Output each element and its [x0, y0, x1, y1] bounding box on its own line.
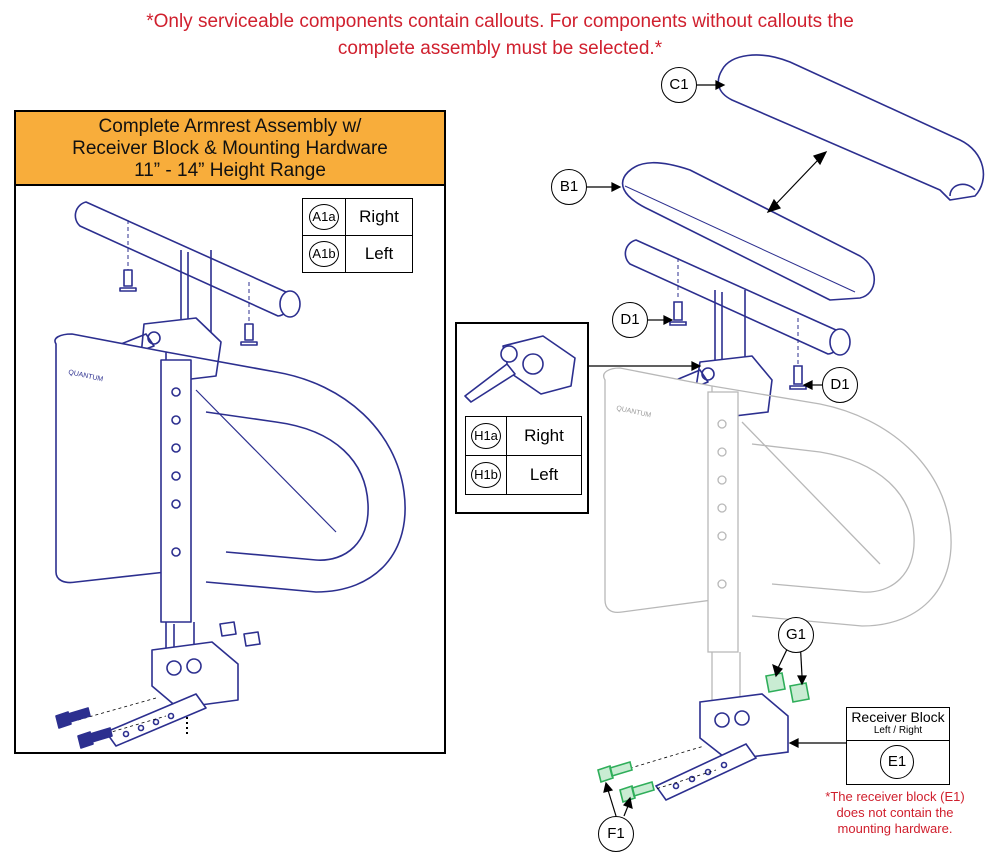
complete-assembly-header: Complete Armrest Assembly w/ Receiver Bl…: [16, 112, 444, 186]
header-line-3: 11” - 14” Height Range: [134, 160, 326, 181]
assembly-variant-table: A1a Right A1b Left: [302, 198, 413, 273]
note-line-1: *The receiver block (E1): [825, 789, 965, 804]
callout-d1-screw-right: D1: [822, 367, 858, 403]
receiver-block-label-box: Receiver Block Left / Right E1: [846, 707, 950, 785]
variant-code-h1b: H1b: [471, 462, 501, 488]
clamp-inset-illustration: [464, 335, 576, 403]
complete-assembly-panel: Complete Armrest Assembly w/ Receiver Bl…: [14, 110, 446, 754]
serviceable-components-notice: *Only serviceable components contain cal…: [40, 8, 960, 62]
note-line-3: mounting hardware.: [837, 821, 953, 836]
clamp-variant-table: H1a Right H1b Left: [465, 416, 582, 495]
receiver-block-subtitle: Left / Right: [873, 725, 923, 736]
clamp-variant-side-left: Left: [506, 455, 582, 495]
notice-line-1: *Only serviceable components contain cal…: [146, 11, 854, 32]
callout-c1-armpad-cover: C1: [661, 67, 697, 103]
receiver-block-header: Receiver Block Left / Right: [847, 708, 949, 741]
notice-line-2: complete assembly must be selected.*: [337, 38, 663, 59]
clamp-inset-box: H1a Right H1b Left: [455, 322, 589, 514]
callout-b1-armpad: B1: [551, 169, 587, 205]
variant-side-left: Left: [345, 235, 413, 273]
variant-code-h1a: H1a: [471, 423, 501, 449]
clamp-variant-side-right: Right: [506, 416, 582, 456]
clamp-variant-row-right: H1a Right: [465, 416, 582, 456]
clamp-variant-row-left: H1b Left: [465, 455, 582, 495]
callout-f1-bolts: F1: [598, 816, 634, 852]
assembly-variant-row-left: A1b Left: [302, 235, 413, 273]
header-line-1: Complete Armrest Assembly w/: [98, 116, 362, 137]
assembly-variant-row-right: A1a Right: [302, 198, 413, 236]
variant-code-a1b: A1b: [309, 241, 339, 267]
note-line-2: does not contain the: [836, 805, 954, 820]
callout-g1-nuts: G1: [778, 617, 814, 653]
receiver-block-title: Receiver Block: [851, 709, 945, 725]
complete-armrest-illustration: QUANTUM: [54, 201, 406, 749]
variant-side-right: Right: [345, 198, 413, 236]
callout-d1-screw-left: D1: [612, 302, 648, 338]
callout-e1-receiver-block: E1: [880, 745, 914, 779]
receiver-block-note: *The receiver block (E1) does not contai…: [800, 789, 990, 837]
header-line-2: Receiver Block & Mounting Hardware: [72, 138, 388, 159]
variant-code-a1a: A1a: [309, 204, 339, 230]
